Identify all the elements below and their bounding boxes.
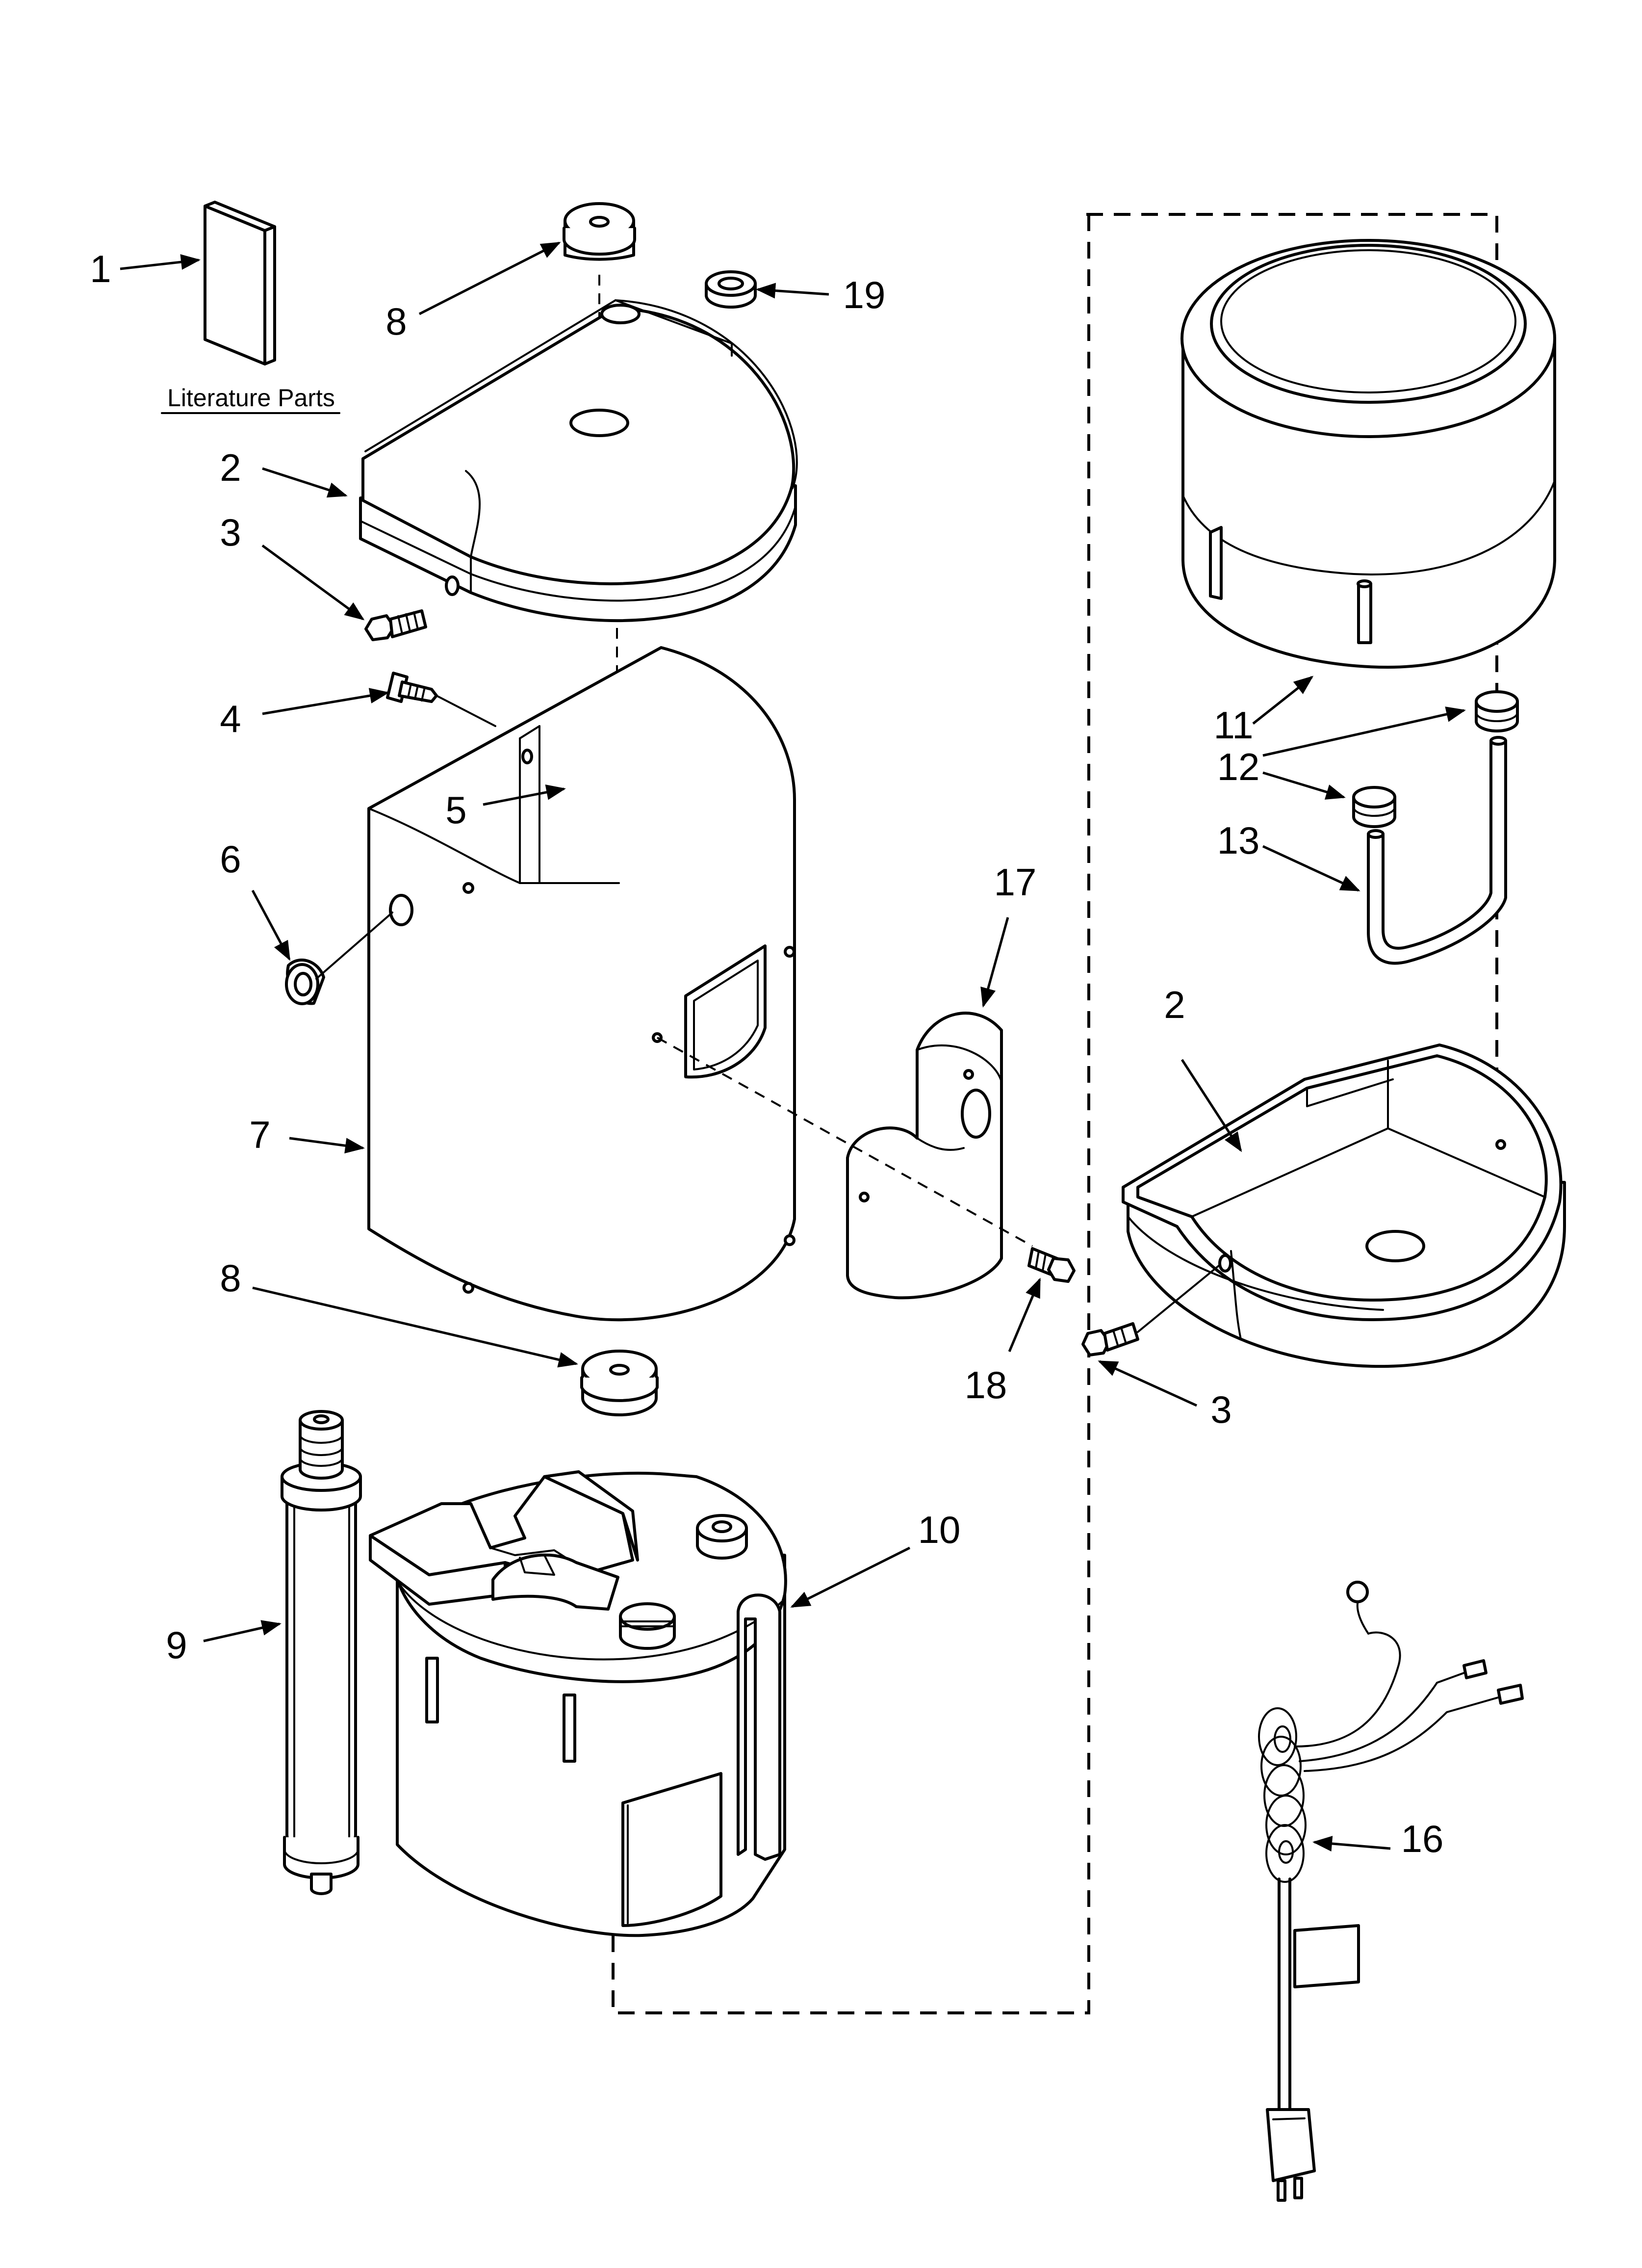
callout-1: 1	[90, 247, 111, 290]
callout-2-right: 2	[1164, 983, 1185, 1026]
callout-12: 12	[1217, 745, 1260, 788]
tube-cap-lower	[1352, 786, 1396, 828]
shield-bracket	[846, 1012, 1003, 1300]
top-cover	[359, 299, 798, 622]
callout-5: 5	[445, 788, 466, 832]
callout-8-lower: 8	[220, 1256, 241, 1300]
power-cord-harness	[1258, 1581, 1524, 2202]
callout-16: 16	[1401, 1817, 1444, 1860]
callout-17: 17	[994, 860, 1037, 904]
callout-13: 13	[1217, 819, 1260, 862]
literature-parts-label: Literature Parts	[167, 384, 335, 412]
literature-booklet: Literature Parts	[161, 201, 340, 414]
drip-tray	[1122, 1043, 1566, 1368]
bushing-plug	[285, 958, 325, 1005]
callout-10: 10	[918, 1508, 961, 1551]
washer	[705, 270, 757, 309]
callout-6: 6	[220, 837, 241, 881]
callout-4: 4	[220, 697, 241, 740]
callout-3-top: 3	[220, 511, 241, 554]
connecting-tube	[1367, 736, 1507, 965]
callout-19: 19	[843, 273, 886, 316]
callout-8-top: 8	[385, 300, 407, 343]
screw-tray	[1081, 1322, 1139, 1356]
grommet-lower	[580, 1350, 659, 1416]
screw-bracket	[1027, 1247, 1076, 1283]
callout-9: 9	[166, 1623, 187, 1667]
callout-18: 18	[965, 1363, 1007, 1407]
tube-cap-upper	[1475, 690, 1519, 732]
screw-top-left	[364, 609, 427, 641]
base-housing	[369, 1470, 787, 1937]
callout-numbers: 1 8 19 2 3 4 5 6 7 8 17 18 9 10 11 12 13…	[90, 247, 1443, 1860]
callout-7: 7	[249, 1113, 270, 1156]
leader-lines	[120, 241, 1466, 1851]
callout-3-right: 3	[1210, 1388, 1232, 1431]
grommet-top	[563, 202, 636, 261]
housing-shell	[367, 646, 796, 1322]
callout-11: 11	[1214, 704, 1254, 747]
screw-upper	[386, 672, 438, 703]
reservoir-tank	[1180, 239, 1556, 669]
callout-2-top: 2	[220, 446, 241, 489]
filter-cartridge	[281, 1410, 362, 1895]
